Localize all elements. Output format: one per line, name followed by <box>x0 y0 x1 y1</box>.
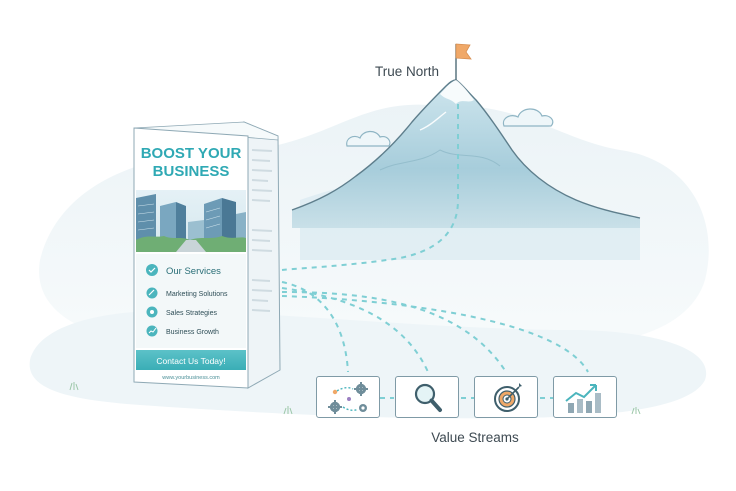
brochure-section-title: Our Services <box>166 266 221 277</box>
growth-chart-icon <box>565 384 601 413</box>
brochure-cta: Contact Us Today! <box>156 356 225 366</box>
path-to-target <box>281 291 507 373</box>
brochure-city-image <box>136 190 246 252</box>
connector-paths <box>281 104 589 399</box>
cloud-right <box>502 108 554 127</box>
value-stream-search <box>395 376 459 418</box>
brochure-website: www.yourbusiness.com <box>161 375 220 381</box>
brochure-item-sales: Sales Strategies <box>166 310 217 317</box>
grass-tufts <box>69 382 641 415</box>
brochure-cta-bar <box>136 350 246 370</box>
value-stream-growth <box>553 376 617 418</box>
path-to-search <box>281 287 429 373</box>
true-north-label: True North <box>374 64 440 79</box>
true-north-flag <box>455 43 472 80</box>
value-stream-workflow <box>316 376 380 418</box>
target-arrow-icon <box>494 383 522 412</box>
cloud-left <box>346 130 391 147</box>
brochure-headline-line1: BOOST YOUR <box>141 145 242 162</box>
brochure-item-marketing: Marketing Solutions <box>166 291 228 298</box>
value-streams-label: Value Streams <box>431 430 519 445</box>
magnifier-icon <box>414 383 442 412</box>
services-icon <box>146 264 158 276</box>
brochure-item-growth: Business Growth <box>166 329 219 336</box>
path-to-true-north <box>281 104 459 271</box>
marketing-icon <box>146 287 158 299</box>
background-haze <box>29 104 709 419</box>
path-to-workflow <box>281 281 349 373</box>
brochure-headline-line2: BUSINESS <box>153 163 230 180</box>
workflow-gears-icon <box>328 382 368 414</box>
value-stream-target <box>474 376 538 418</box>
mountain <box>291 79 641 228</box>
brochure: BOOST YOUR BUSINESS Our Services Marketi… <box>133 121 281 389</box>
